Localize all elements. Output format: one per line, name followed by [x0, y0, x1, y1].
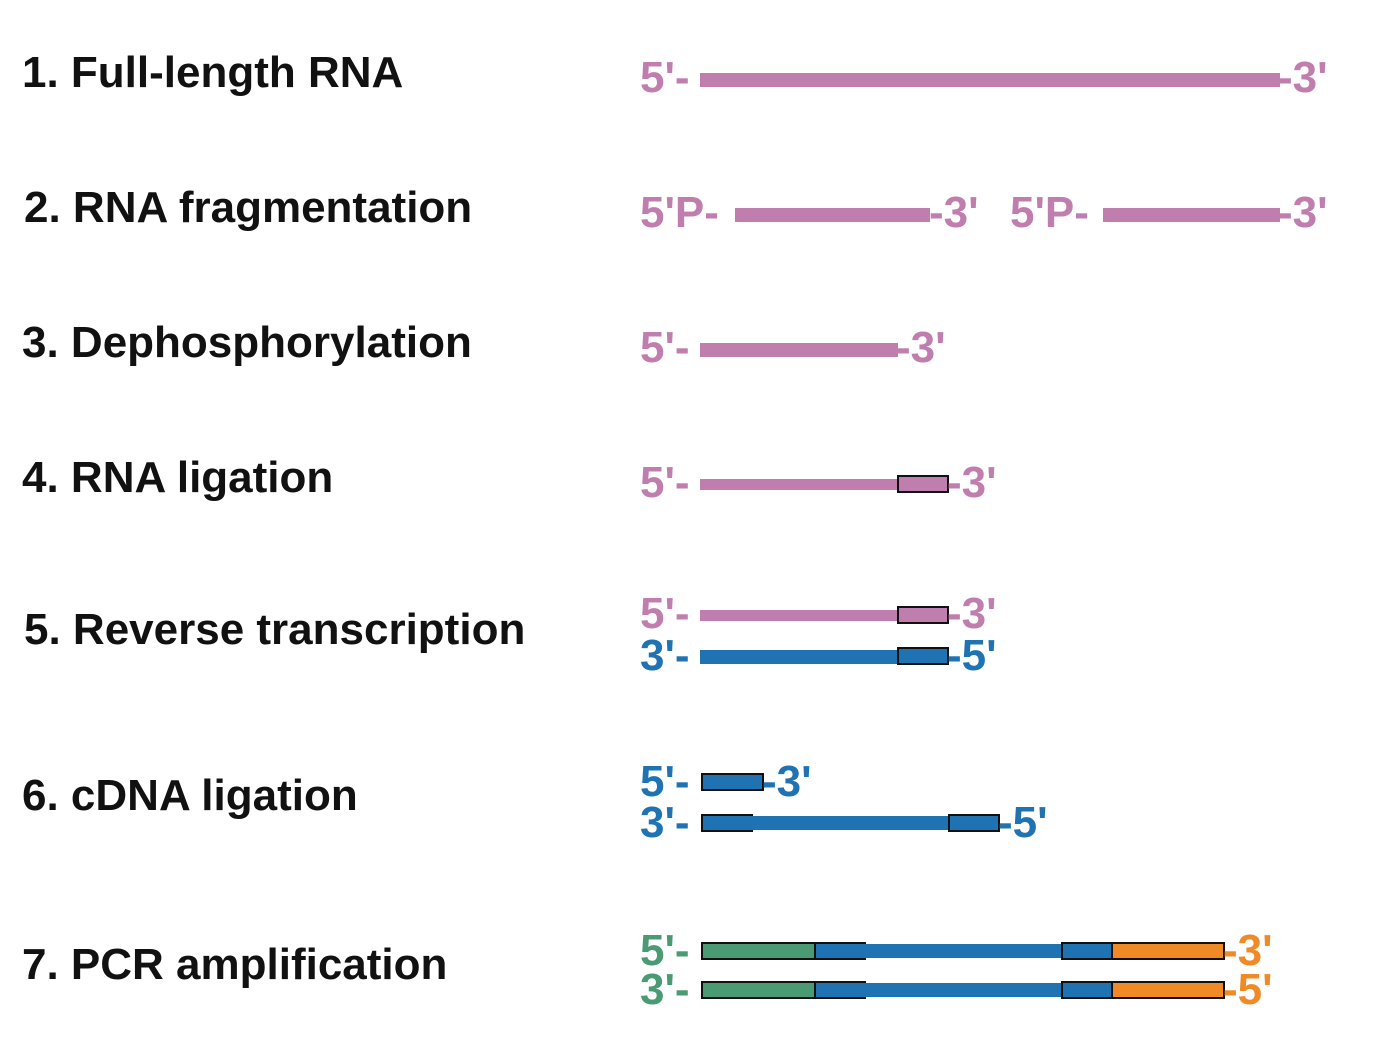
rna-3prime-label: -3': [947, 458, 997, 507]
step-4-label: 4. RNA ligation: [22, 453, 334, 502]
rna-3prime-label: -3': [1278, 53, 1328, 102]
rna-3prime-label: -3': [947, 589, 997, 638]
step-1-label: 1. Full-length RNA: [22, 48, 404, 97]
rna-fragment: [700, 479, 900, 490]
ligated-3prime-adapter: [897, 475, 949, 493]
fragment-2-5prime-phosphate-label: 5'P-: [1010, 188, 1089, 237]
fragment-1-5prime-phosphate-label: 5'P-: [640, 188, 719, 237]
adapter-5prime-label: 5'-: [640, 757, 690, 806]
rna-3prime-label: -3': [896, 323, 946, 372]
step-2-label: 2. RNA fragmentation: [24, 183, 473, 232]
rna-fragment-2: [1103, 208, 1280, 222]
adapter-3prime-label: -3': [762, 757, 812, 806]
rt-primer-region: [948, 814, 1000, 832]
rna-3prime-adapter: [897, 606, 949, 624]
rna-5prime-label: 5'-: [640, 589, 690, 638]
dephosphorylated-rna-fragment: [700, 343, 898, 357]
rna-5prime-label: 5'-: [640, 53, 690, 102]
fragment-2-3prime-label: -3': [1278, 188, 1328, 237]
cdna-5prime-label: -5': [998, 798, 1048, 847]
adapter-region: [1061, 942, 1113, 960]
fragment-1-3prime-label: -3': [929, 188, 979, 237]
cdna-adapter-oligo: [701, 773, 764, 791]
pcr-top-3prime-label: -3': [1223, 926, 1273, 975]
rna-strand: [700, 73, 1280, 87]
pcr-bottom-5prime-label: -5': [1223, 965, 1273, 1014]
insert-region: [864, 983, 1064, 997]
ligated-cdna-adapter: [701, 814, 753, 832]
pcr-bottom-3prime-label: 3'-: [640, 965, 690, 1014]
cdna-3prime-label: 3'-: [640, 631, 690, 680]
cdna-3prime-label: 3'-: [640, 798, 690, 847]
insert-region: [864, 944, 1064, 958]
step-6-label: 6. cDNA ligation: [22, 771, 358, 820]
step-5-label: 5. Reverse transcription: [24, 605, 526, 654]
pcr-5prime-primer-region: [701, 981, 816, 999]
cdna-5prime-label: -5': [947, 631, 997, 680]
step-3-label: 3. Dephosphorylation: [22, 318, 472, 367]
cdna-strand: [751, 816, 951, 830]
rna-5prime-label: 5'-: [640, 458, 690, 507]
adapter-region: [1061, 981, 1113, 999]
adapter-region: [814, 981, 866, 999]
step-7-label: 7. PCR amplification: [22, 940, 448, 989]
pcr-3prime-primer-region: [1111, 942, 1225, 960]
rt-primer-region: [897, 647, 949, 665]
pcr-top-5prime-label: 5'-: [640, 926, 690, 975]
pcr-5prime-primer-region: [701, 942, 816, 960]
rna-5prime-label: 5'-: [640, 323, 690, 372]
rna-fragment-1: [735, 208, 930, 222]
cdna-strand: [700, 650, 900, 664]
pcr-3prime-primer-region: [1111, 981, 1225, 999]
rna-template-strand: [700, 610, 900, 621]
adapter-region: [814, 942, 866, 960]
